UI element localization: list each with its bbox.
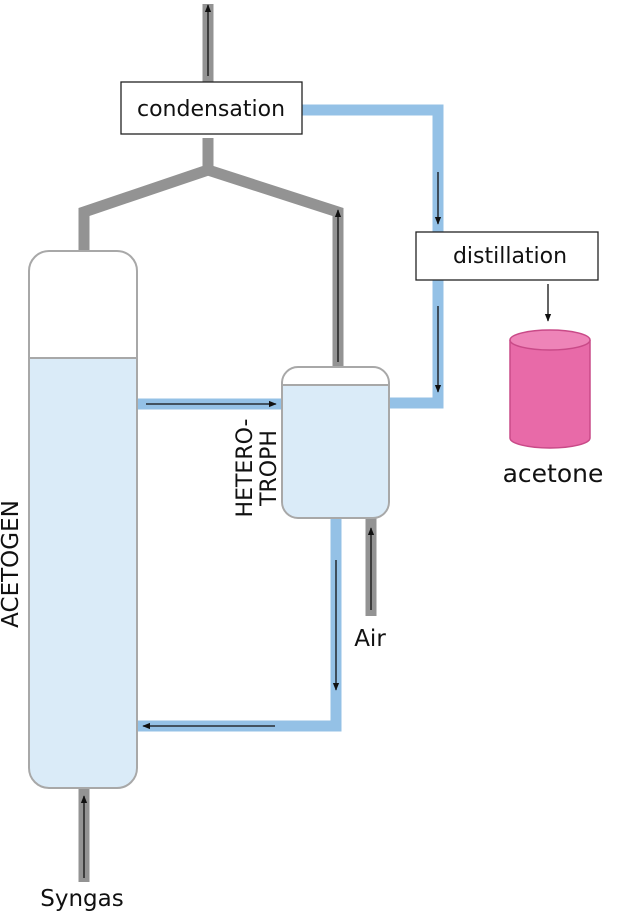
acetogen-reactor: [28, 250, 138, 789]
distillation-label: distillation: [453, 244, 567, 269]
acetone-drum-icon: [509, 329, 591, 449]
heterotroph-label: HETERO- TROPH: [233, 419, 282, 518]
condensation-label: condensation: [137, 97, 285, 122]
pipe-distillation-to-heterotroph: [388, 280, 444, 409]
acetone-label: acetone: [503, 459, 604, 488]
pipe-condensation-to-distillation: [302, 104, 444, 232]
acetogen-outline: [28, 250, 138, 789]
heterotroph-label-line2: TROPH: [257, 430, 282, 507]
flow-arrows: [80, 4, 552, 878]
heterotroph-liquid: [282, 385, 389, 518]
heterotroph-label-line1: HETERO-: [233, 419, 258, 518]
distillation-box: [415, 231, 599, 281]
syngas-label: Syngas: [40, 886, 123, 912]
heterotroph-reactor: [281, 366, 390, 519]
acetogen-liquid: [29, 358, 137, 788]
condensation-box: [120, 81, 303, 135]
air-label: Air: [354, 626, 386, 652]
acetogen-headspace: [29, 251, 137, 358]
heterotroph-outline: [281, 366, 390, 519]
acetogen-label: ACETOGEN: [0, 500, 24, 628]
pipe-heterotroph-return: [135, 518, 342, 732]
heterotroph-headspace: [282, 367, 389, 385]
